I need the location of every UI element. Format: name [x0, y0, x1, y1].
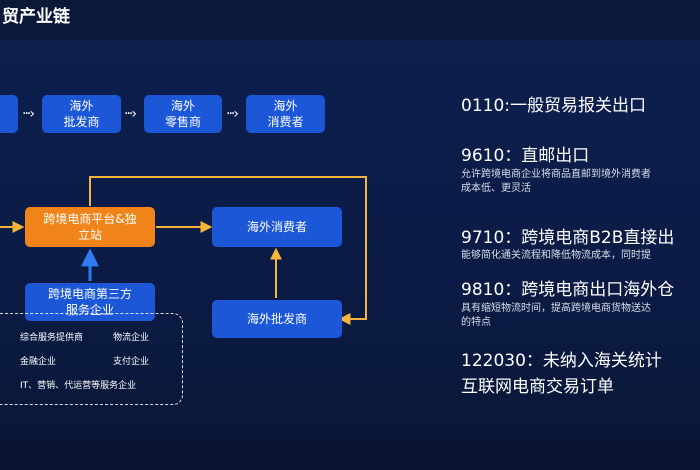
flow-box-partial [0, 95, 18, 133]
service-item: 支付企业 [113, 357, 150, 367]
arrow-platform-wholesaler [89, 176, 367, 325]
service-item: IT、营销、代运营等服务企业 [20, 381, 137, 391]
top-box-retailer: 海外 零售商 [144, 95, 222, 133]
mode-9610-desc: 允许跨境电商企业将商品直邮到境外消费者 [461, 169, 651, 180]
mode-9610-heading: 9610：直邮出口 [461, 146, 590, 166]
third-party-box: 跨境电商第三方 服务企业 [25, 283, 155, 321]
service-item: 综合服务提供商 [20, 333, 84, 343]
service-item: 金融企业 [20, 357, 57, 367]
service-item: 物流企业 [113, 333, 150, 343]
wholesaler-box: 海外批发商 [212, 300, 342, 338]
dotted-arrow-1: ···› [22, 106, 35, 122]
page-title: 贸产业链 [0, 0, 700, 40]
services-group [0, 313, 183, 405]
top-box-consumer: 海外 消费者 [246, 95, 325, 133]
consumer-box: 海外消费者 [212, 207, 342, 247]
platform-box: 跨境电商平台&独 立站 [25, 207, 155, 247]
mode-9710-desc: 能够简化通关流程和降低物流成本，同时提 [461, 250, 651, 261]
top-box-wholesaler: 海外 批发商 [42, 95, 121, 133]
mode-9610-desc: 成本低、更灵活 [461, 183, 531, 194]
mode-122030-desc: 互联网电商交易订单 [461, 377, 614, 397]
mode-122030-heading: 122030：未纳入海关统计 [461, 351, 662, 371]
mode-9810-heading: 9810：跨境电商出口海外仓 [461, 280, 675, 300]
mode-0110-heading: 0110:一般贸易报关出口 [461, 96, 646, 116]
mode-9810-desc: 具有缩短物流时间，提高跨境电商货物送达 [461, 303, 651, 314]
dotted-arrow-3: ···› [226, 106, 239, 122]
mode-9810-desc: 的特点 [461, 317, 491, 328]
dotted-arrow-2: ···› [124, 106, 137, 122]
mode-9710-heading: 9710：跨境电商B2B直接出 [461, 228, 675, 248]
